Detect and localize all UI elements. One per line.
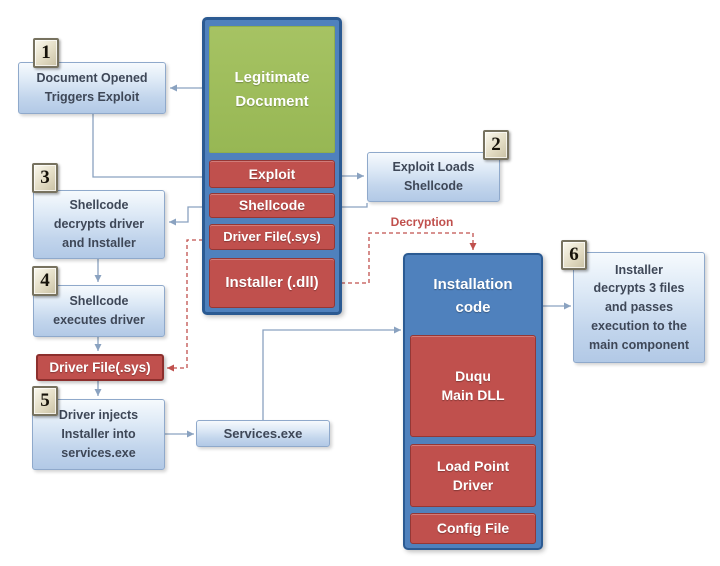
legitimate-document-container: Legitimate Document Exploit Shellcode Dr… — [202, 17, 342, 315]
step-1-label: Document Opened Triggers Exploit — [36, 71, 148, 104]
step-1-box: Document Opened Triggers Exploit — [18, 62, 166, 114]
legitimate-document-label: Legitimate Document — [234, 68, 310, 110]
exploit-label: Exploit — [248, 165, 296, 182]
step-6-label: Installer decrypts 3 files and passes ex… — [588, 262, 689, 352]
driver-file-component: Driver File(.sys) — [209, 224, 335, 250]
legitimate-document-box: Legitimate Document — [209, 26, 335, 153]
step-6-box: Installer decrypts 3 files and passes ex… — [573, 252, 705, 363]
services-exe-box: Services.exe — [196, 420, 330, 447]
driver-file-component-label: Driver File(.sys) — [223, 229, 321, 245]
step-4-label: Shellcode executes driver — [53, 294, 145, 327]
step-1-badge: 1 — [33, 38, 59, 68]
step-1-number: 1 — [41, 42, 51, 63]
installation-code-title: Installation code — [433, 276, 513, 317]
duqu-main-dll-label: Duqu Main DLL — [441, 368, 505, 403]
step-4-box: Shellcode executes driver — [33, 285, 165, 337]
step-6-badge: 6 — [561, 240, 587, 270]
step-3-number: 3 — [40, 167, 50, 188]
shellcode-label: Shellcode — [238, 197, 306, 214]
dashed-arrow-installer-to-installation — [341, 232, 477, 284]
config-file-component: Config File — [410, 513, 536, 544]
step-2-badge: 2 — [483, 130, 509, 160]
dashed-arrow-driverrow-to-driverfile — [167, 239, 203, 372]
arrow-step2-to-step3 — [169, 203, 368, 226]
step-3-label: Shellcode decrypts driver and Installer — [53, 198, 145, 250]
line-step1-to-exploit — [92, 114, 202, 178]
services-exe-label: Services.exe — [223, 425, 303, 441]
step-5-box: Driver injects Installer into services.e… — [32, 399, 165, 470]
shellcode-component: Shellcode — [209, 193, 335, 218]
step-2-label: Exploit Loads Shellcode — [392, 160, 475, 193]
exploit-component: Exploit — [209, 160, 335, 188]
step-5-label: Driver injects Installer into services.e… — [58, 408, 139, 460]
decryption-label: Decryption — [390, 215, 454, 229]
step-2-number: 2 — [491, 134, 501, 155]
load-point-driver-component: Load Point Driver — [410, 444, 536, 507]
installer-dll-label: Installer (.dll) — [225, 273, 319, 291]
step-5-badge: 5 — [32, 386, 58, 416]
duqu-main-dll-component: Duqu Main DLL — [410, 335, 536, 437]
config-file-label: Config File — [436, 520, 510, 537]
installer-dll-component: Installer (.dll) — [209, 258, 335, 308]
arrow-services-to-installation — [262, 326, 401, 420]
step-2-box: Exploit Loads Shellcode — [367, 152, 500, 202]
step-3-badge: 3 — [32, 163, 58, 193]
step-5-number: 5 — [40, 390, 50, 411]
step-4-number: 4 — [40, 270, 50, 291]
driver-file-box-label: Driver File(.sys) — [49, 360, 151, 375]
step-4-badge: 4 — [32, 266, 58, 296]
load-point-driver-label: Load Point Driver — [436, 457, 510, 493]
installation-code-container: Installation code Duqu Main DLL Load Poi… — [403, 253, 543, 550]
step-6-number: 6 — [569, 244, 579, 265]
step-3-box: Shellcode decrypts driver and Installer — [33, 190, 165, 259]
driver-file-box: Driver File(.sys) — [36, 354, 164, 381]
